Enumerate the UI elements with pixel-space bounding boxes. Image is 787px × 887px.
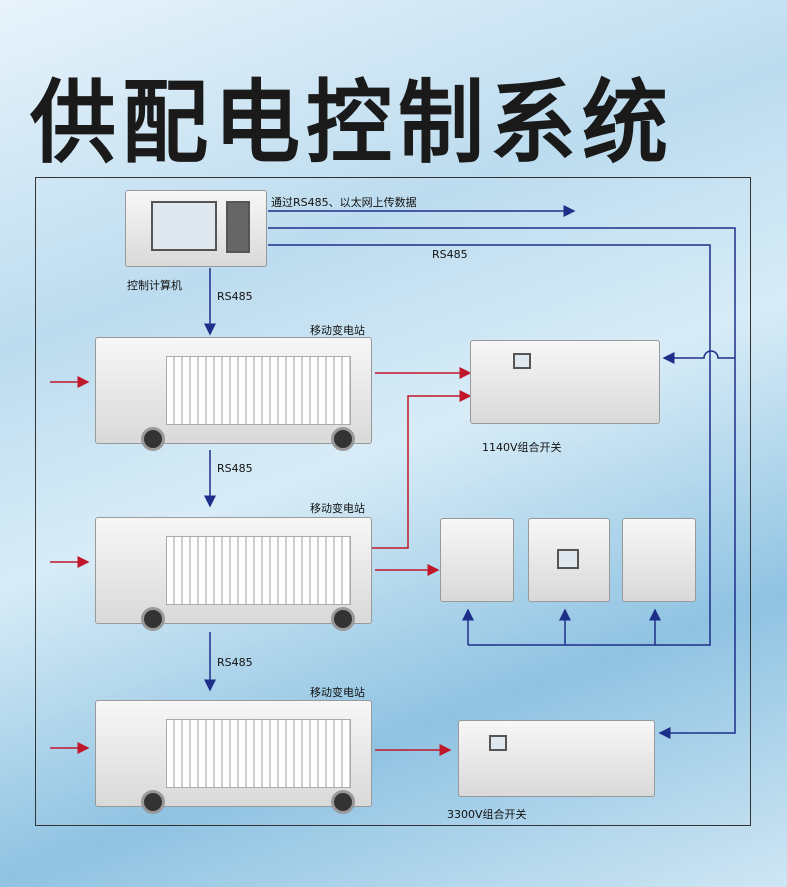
station-label: 移动变电站 (310, 686, 365, 699)
rs485-line-3300 (268, 227, 736, 739)
switch-label: 1140V组合开关 (482, 441, 562, 454)
station-label: 移动变电站 (310, 324, 365, 337)
mobile-substation-2 (95, 517, 372, 631)
rs485-line-1140 (662, 350, 735, 364)
mobile-substation-1 (95, 337, 372, 451)
computer-label: 控制计算机 (127, 279, 182, 292)
rs485-label: RS485 (217, 290, 253, 303)
rs485-label: RS485 (217, 462, 253, 475)
keypad (226, 201, 250, 253)
rs485-label: RS485 (217, 656, 253, 669)
computer-screen (151, 201, 217, 251)
switch-3300v (458, 720, 655, 797)
page-title: 供配电控制系统 (30, 70, 674, 176)
upload-label: 通过RS485、以太网上传数据 (271, 196, 417, 209)
station-label: 移动变电站 (310, 502, 365, 515)
switch-unit-1 (440, 518, 514, 602)
control-computer (125, 190, 267, 267)
switch-1140v (470, 340, 660, 424)
system-frame (35, 177, 751, 826)
switch-unit-3 (622, 518, 696, 602)
switch-label: 3300V组合开关 (447, 808, 527, 821)
mobile-substation-3 (95, 700, 372, 814)
rs485-line-switches (268, 244, 711, 646)
rs485-label: RS485 (432, 248, 468, 261)
switch-unit-2 (528, 518, 610, 602)
